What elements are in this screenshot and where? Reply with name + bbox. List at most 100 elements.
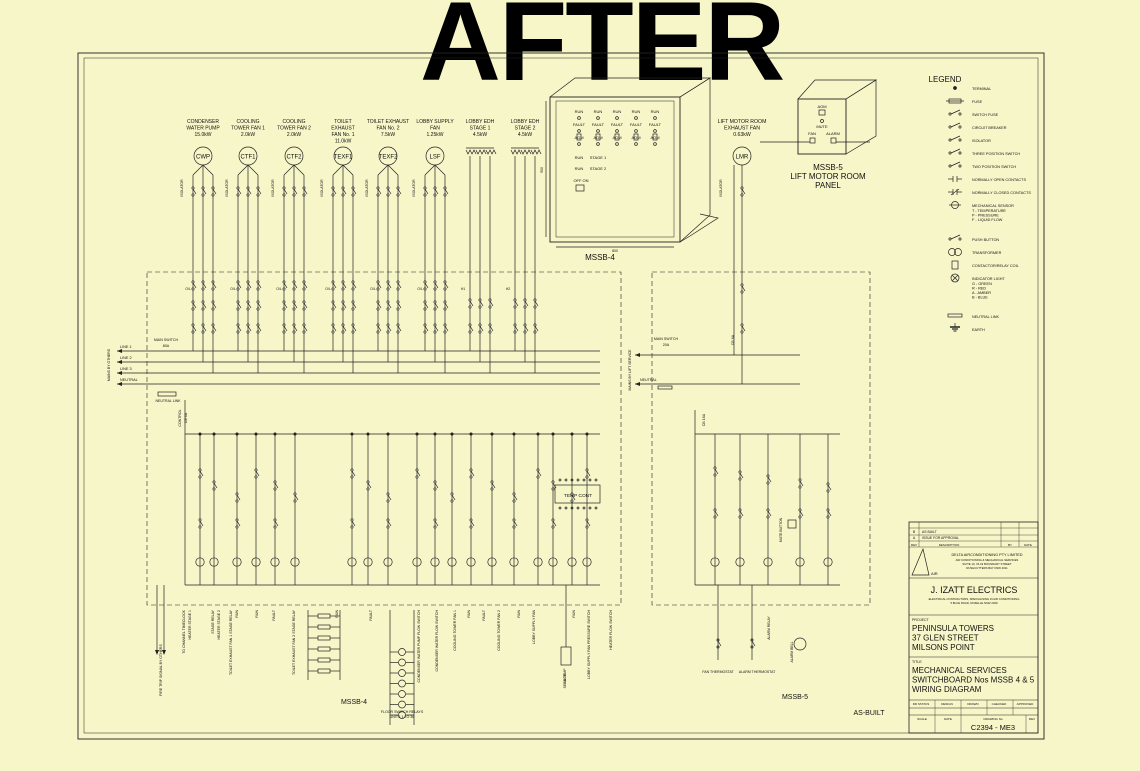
relay-coil-icon [430, 557, 440, 567]
line-label: NEUTRAL [640, 378, 657, 382]
legend-sub-label: B - BLUE [972, 296, 988, 300]
mute-label: MUTE [816, 124, 828, 129]
nc-contacts-icon [950, 188, 960, 196]
indicator-light-icon [653, 129, 657, 133]
contact [302, 287, 306, 291]
heater-title: 4.5kW [473, 132, 487, 138]
contact [274, 482, 279, 489]
contractor-address: 5 BLUE ROAD, ROZELLE NSW 2039 [950, 601, 998, 605]
contact [479, 300, 484, 307]
terminal-icon [212, 432, 216, 436]
contact [211, 300, 215, 304]
floor-relay-icon [398, 690, 406, 698]
contact [303, 282, 308, 289]
contact [282, 287, 286, 291]
heater-contact-label: H2 [506, 287, 510, 291]
revision-desc: ISSUE FOR APPROVAL [922, 536, 959, 540]
circuit-label: RUN [467, 610, 471, 618]
contact [443, 323, 447, 327]
panel-name: MSSB-5 [813, 163, 843, 172]
mains-label: MAINS BY OTHERS [107, 348, 111, 381]
contact [202, 282, 207, 289]
contact [201, 193, 205, 197]
contact [257, 302, 262, 309]
two-position-switch-icon [948, 164, 952, 168]
contact [366, 487, 370, 491]
alarm-bell-label: ALARM BELL [790, 641, 794, 662]
panel-switch-label: OFF ON [573, 178, 588, 183]
contractor-address: ELECTRICAL CONTRACTORS, SPECIALISING IN … [929, 597, 1020, 601]
terminal-icon [433, 432, 437, 436]
contact [479, 325, 484, 332]
contact [488, 305, 492, 309]
contact [386, 323, 390, 327]
legend-item-label: SWITCH FUSE [972, 113, 999, 117]
circuit-label: HEATER FLOW SWITCH [609, 610, 613, 650]
panel-stage-label: STAGE 2 [590, 166, 607, 171]
legend-item-label: ISOLATOR [972, 139, 991, 143]
contact [799, 480, 804, 487]
arrow-icon [117, 371, 122, 375]
contact [376, 280, 380, 284]
drawing-title: SWITCHBOARD Nos MSSB 4 & 5 [912, 676, 1035, 685]
contact [396, 186, 400, 190]
contact [415, 468, 419, 472]
fuse-icon [946, 98, 964, 104]
contact [341, 287, 345, 291]
contact [201, 323, 205, 327]
contact [423, 287, 427, 291]
contact [303, 302, 308, 309]
relay-coil-icon [347, 557, 357, 567]
circuit-breaker-icon [958, 125, 962, 129]
contact [256, 287, 260, 291]
contact [396, 330, 400, 334]
contact [246, 300, 250, 304]
contact [282, 193, 286, 197]
circle [570, 478, 574, 482]
contact [331, 330, 335, 334]
contact [478, 323, 482, 327]
path [845, 79, 877, 155]
contact [211, 193, 215, 197]
panel-indicator-label: AOM [612, 135, 621, 140]
contact [478, 298, 482, 302]
isolator-label: ISOLATOR [180, 179, 184, 197]
legend-sub-label: R - RED [972, 287, 986, 291]
relay-icon [317, 646, 331, 652]
mssb4-panel: RUNFAULTAOMRUNFAULTAOMRUNFAULTAOMRUNFAUL… [540, 77, 719, 262]
contact [236, 300, 240, 304]
contact [585, 518, 589, 522]
contact [443, 300, 447, 304]
relay-icon [317, 657, 331, 663]
heater-title: LOBBY EDH [466, 119, 495, 125]
relay-coil-icon [487, 557, 497, 567]
contact [523, 330, 527, 334]
heater-title: STAGE 1 [470, 126, 491, 132]
contact [302, 193, 306, 197]
panel-indicator-label: AOM [650, 135, 659, 140]
dimension-label: 900 [540, 167, 544, 173]
neutral-link-icon [657, 385, 673, 390]
contact [533, 298, 537, 302]
cb-label: CB 6A [731, 334, 735, 345]
terminal-icon [570, 432, 574, 436]
contractor-name: J. IZATT ELECTRICS [931, 585, 1018, 595]
contact [533, 330, 537, 334]
drawing-title: WIRING DIAGRAM [912, 685, 982, 694]
legend-sub-label: G - GREEN [972, 282, 992, 286]
indicator-light-icon [577, 142, 581, 146]
contact [293, 188, 298, 195]
contact [433, 323, 437, 327]
motor-title: TOWER FAN 1 [231, 126, 265, 132]
contact [282, 186, 286, 190]
contact [351, 280, 355, 284]
legend-item-label: CONTACTOR/RELAY COIL [972, 264, 1019, 268]
contact [202, 188, 207, 195]
contact [433, 287, 437, 291]
relay-coil-icon [363, 557, 373, 567]
box [549, 96, 681, 243]
circle [570, 506, 574, 510]
isolator-icon [958, 138, 962, 142]
